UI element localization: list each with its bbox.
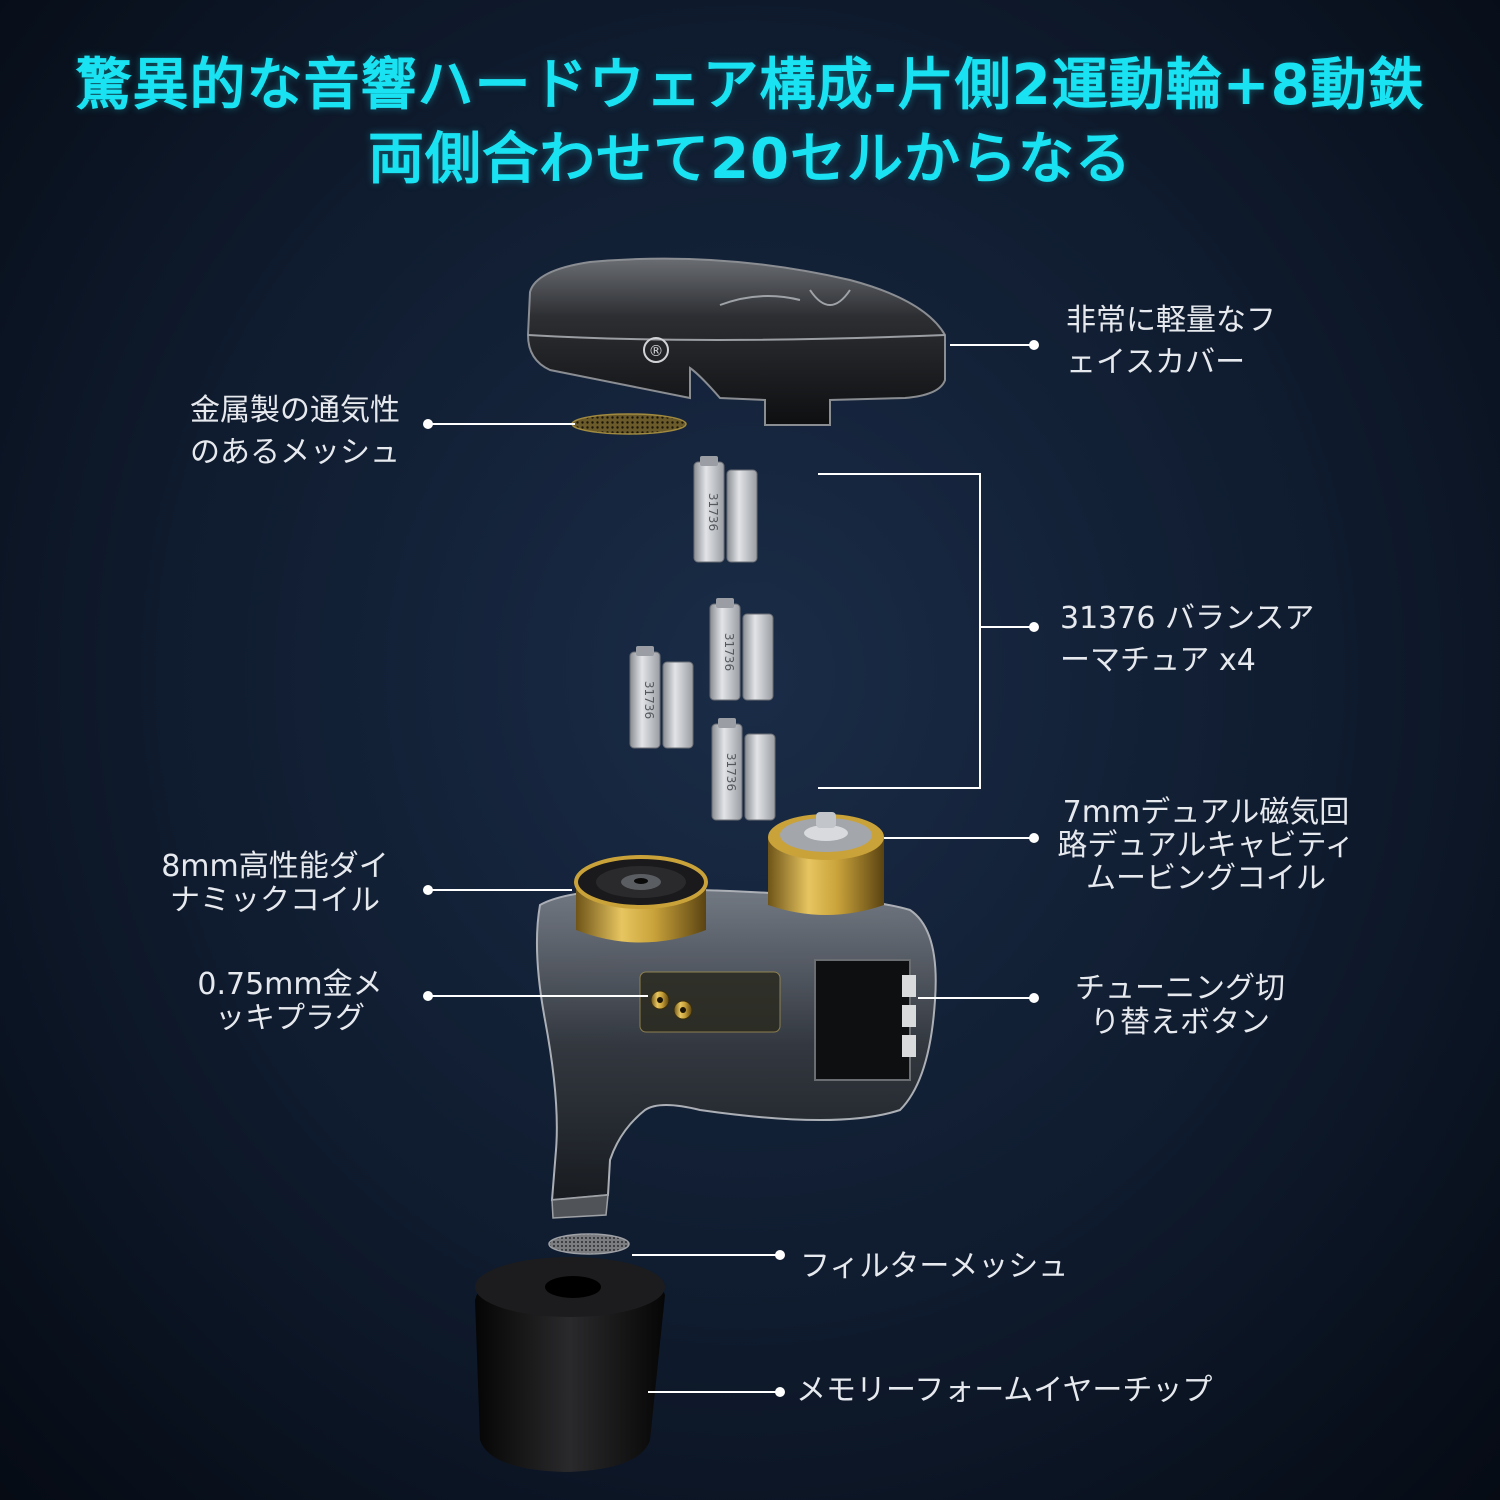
label-balanced-armature: 31376 バランスア ーマチュア x4: [1060, 598, 1314, 682]
label-dual-coil-line2: 路デュアルキャビティ: [1057, 828, 1355, 863]
filter-mesh: [548, 1233, 630, 1255]
label-dynamic-coil-line2: ナミックコイル: [170, 883, 380, 918]
dual-coil-7mm: [768, 812, 884, 915]
armature-2: 31736: [709, 598, 774, 701]
armature-marking-1: 31736: [706, 493, 720, 531]
label-gold-plug-line1: 0.75mm金メ: [197, 967, 383, 1002]
label-filter-mesh: フィルターメッシュ: [800, 1246, 1068, 1288]
label-face-cover-line2: ェイスカバー: [1066, 345, 1246, 380]
title-line-1: 驚異的な音響ハードウェア構成-片側2運動輪+8動鉄: [75, 53, 1425, 118]
label-tuning-switch-line1: チューニング切: [1075, 971, 1285, 1006]
gold-plug: [639, 971, 781, 1033]
label-dual-coil: 7mmデュアル磁気回 路デュアルキャビティ ムービングコイル: [1036, 796, 1376, 895]
leader-lines: [423, 340, 1039, 1397]
registered-mark: ®: [649, 342, 664, 360]
balanced-armature-group: 31736 31736 31736 31736: [629, 456, 776, 821]
label-tuning-switch-line2: り替えボタン: [1090, 1005, 1270, 1040]
armature-4: 31736: [711, 718, 776, 821]
label-filter-mesh-line1: フィルターメッシュ: [800, 1249, 1069, 1284]
label-dual-coil-line3: ムービングコイル: [1086, 861, 1326, 896]
earphone-shell: [535, 888, 937, 1219]
label-dynamic-coil: 8mm高性能ダイ ナミックコイル: [150, 850, 400, 918]
label-dual-coil-line1: 7mmデュアル磁気回: [1062, 795, 1350, 830]
label-ear-tip-line1: メモリーフォームイヤーチップ: [796, 1373, 1213, 1408]
title-line-2: 両側合わせて20セルからなる: [368, 127, 1132, 192]
label-gold-plug: 0.75mm金メ ッキプラグ: [180, 968, 400, 1036]
memory-foam-ear-tip: [475, 1257, 665, 1472]
label-dynamic-coil-line1: 8mm高性能ダイ: [161, 849, 389, 884]
label-face-cover: 非常に軽量なフ ェイスカバー: [1066, 300, 1276, 384]
label-gold-plug-line2: ッキプラグ: [215, 1001, 365, 1036]
label-ear-tip: メモリーフォームイヤーチップ: [796, 1370, 1212, 1412]
armature-3: 31736: [629, 646, 694, 749]
label-metal-mesh-line1: 金属製の通気性: [190, 393, 400, 428]
armature-marking-3: 31736: [642, 681, 656, 719]
dynamic-coil-8mm: [574, 855, 708, 943]
armature-marking-4: 31736: [724, 753, 738, 791]
metal-mesh: [571, 413, 687, 435]
label-balanced-armature-line1: 31376 バランスア: [1060, 601, 1315, 636]
label-balanced-armature-line2: ーマチュア x4: [1060, 643, 1256, 678]
face-cover: ®: [526, 257, 946, 426]
label-tuning-switch: チューニング切 り替えボタン: [1050, 972, 1310, 1040]
armature-1: 31736: [693, 456, 758, 563]
armature-marking-2: 31736: [722, 633, 736, 671]
label-face-cover-line1: 非常に軽量なフ: [1066, 303, 1276, 338]
label-metal-mesh-line2: のあるメッシュ: [190, 435, 400, 470]
tuning-switch: [814, 959, 911, 1081]
label-metal-mesh: 金属製の通気性 のあるメッシュ: [150, 390, 400, 474]
